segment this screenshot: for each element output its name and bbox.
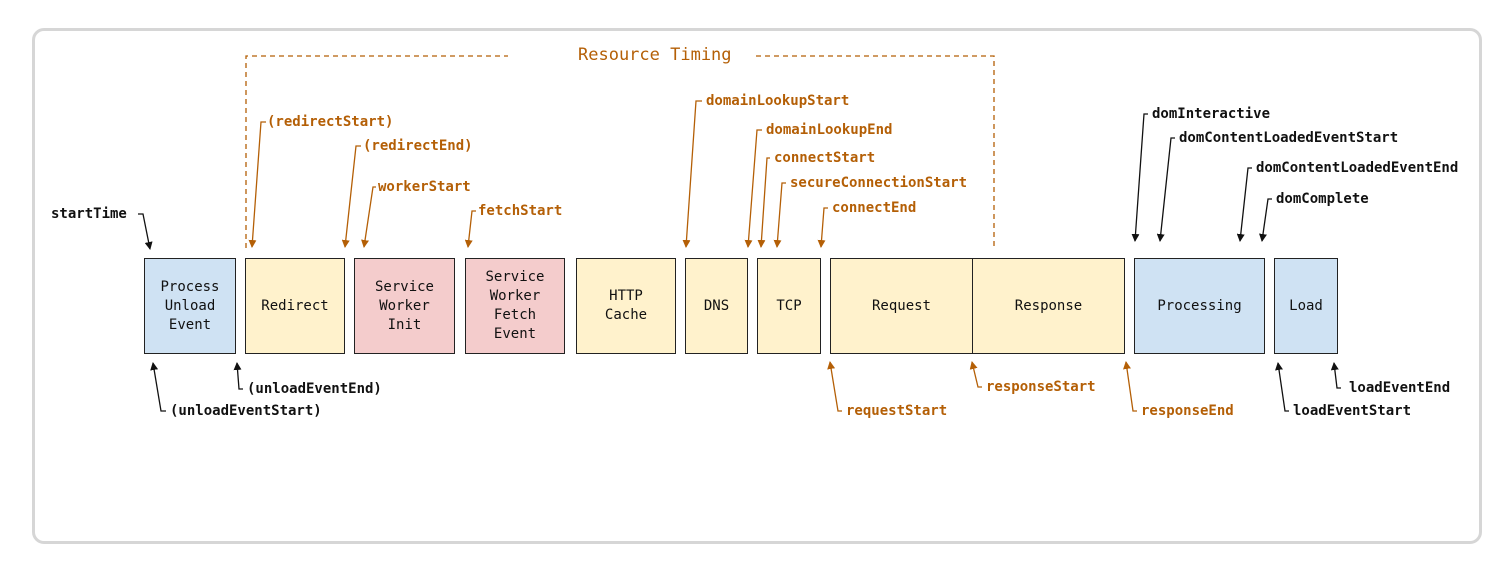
unload-event-start-label: (unloadEventStart) — [170, 403, 322, 419]
domain-lookup-end-arrow — [744, 129, 762, 248]
start-time-label: startTime — [51, 206, 127, 222]
tcp-box: TCP — [757, 258, 821, 354]
response-end-label: responseEnd — [1141, 403, 1234, 419]
worker-start-label: workerStart — [378, 179, 471, 195]
request-box: Request — [830, 258, 973, 354]
http-cache-box: HTTP Cache — [576, 258, 676, 354]
load-event-end-arrow — [1330, 362, 1341, 389]
response-box: Response — [972, 258, 1125, 354]
service-worker-init-box: Service Worker Init — [354, 258, 455, 354]
response-start-label: responseStart — [986, 379, 1096, 395]
processing-box: Processing — [1134, 258, 1265, 354]
dom-interactive-arrow — [1131, 113, 1148, 242]
redirect-end-arrow — [341, 145, 361, 248]
dom-content-loaded-event-end-label: domContentLoadedEventEnd — [1256, 160, 1459, 176]
redirect-start-arrow — [248, 121, 266, 248]
dom-content-loaded-event-end-arrow — [1236, 167, 1252, 242]
worker-start-arrow — [361, 186, 376, 248]
secure-connection-start-arrow — [773, 182, 786, 248]
response-start-arrow — [969, 361, 982, 388]
response-end-arrow — [1123, 361, 1137, 412]
secure-connection-start-label: secureConnectionStart — [790, 175, 968, 191]
redirect-start-label: (redirectStart) — [267, 114, 394, 130]
fetch-start-arrow — [464, 210, 476, 248]
unload-event-start-arrow — [150, 362, 166, 412]
resource-timing-title: Resource Timing — [578, 45, 732, 65]
dns-box: DNS — [685, 258, 748, 354]
resource-timing-bracket — [245, 55, 995, 250]
load-event-start-arrow — [1275, 362, 1289, 412]
connect-end-label: connectEnd — [832, 200, 917, 216]
dom-complete-label: domComplete — [1276, 191, 1369, 207]
load-event-end-label: loadEventEnd — [1349, 380, 1451, 396]
unload-event-end-label: (unloadEventEnd) — [247, 381, 382, 397]
diagram-frame — [32, 28, 1482, 544]
unload-event-end-arrow — [233, 362, 243, 390]
load-event-start-label: loadEventStart — [1293, 403, 1412, 419]
dom-interactive-label: domInteractive — [1152, 106, 1271, 122]
start-time-arrow — [138, 213, 153, 250]
dom-content-loaded-event-start-label: domContentLoadedEventStart — [1179, 130, 1399, 146]
request-start-arrow — [827, 361, 842, 412]
domain-lookup-end-label: domainLookupEnd — [766, 122, 893, 138]
connect-start-label: connectStart — [774, 150, 876, 166]
connect-end-arrow — [817, 207, 828, 248]
connect-start-arrow — [757, 157, 770, 248]
redirect-end-label: (redirectEnd) — [363, 138, 473, 154]
request-start-label: requestStart — [846, 403, 948, 419]
domain-lookup-start-arrow — [682, 100, 702, 248]
service-worker-fetch-event-box: Service Worker Fetch Event — [465, 258, 565, 354]
load-box: Load — [1274, 258, 1338, 354]
fetch-start-label: fetchStart — [478, 203, 563, 219]
dom-complete-arrow — [1259, 198, 1272, 242]
redirect-box: Redirect — [245, 258, 345, 354]
process-unload-event-box: Process Unload Event — [144, 258, 236, 354]
dom-content-loaded-event-start-arrow — [1156, 137, 1175, 242]
domain-lookup-start-label: domainLookupStart — [706, 93, 850, 109]
